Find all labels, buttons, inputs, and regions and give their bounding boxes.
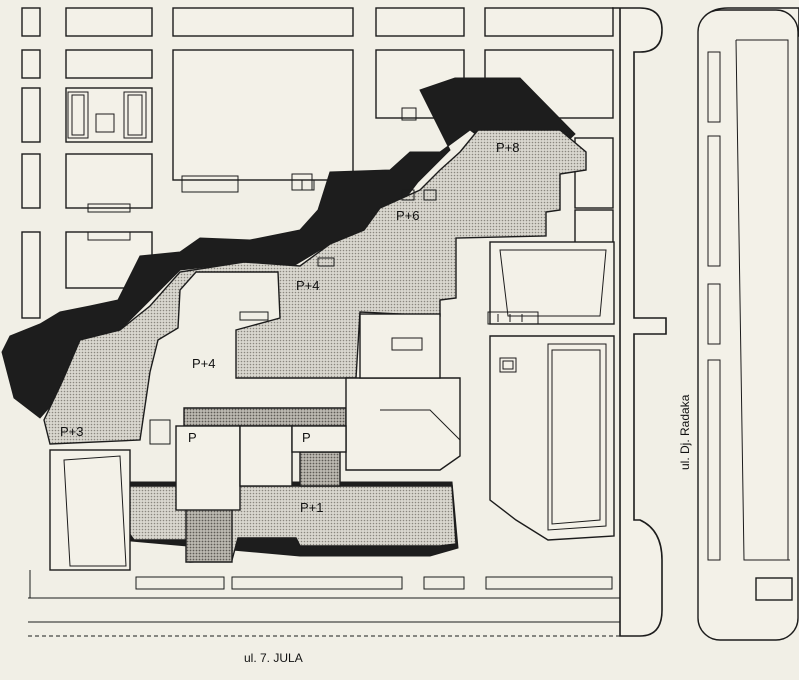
bottom-roads	[28, 570, 620, 637]
label-p8: P+8	[496, 140, 520, 155]
adjacent-buildings	[49, 107, 615, 571]
main-building-complex	[43, 129, 587, 563]
label-p4-lower: P+4	[192, 356, 216, 371]
label-p4-upper: P+4	[296, 278, 320, 293]
label-p1: P+1	[300, 500, 324, 515]
right-roads	[612, 7, 799, 641]
building-labels: P+8 P+6 P+4 P+4 P+3 P P P+1	[60, 140, 520, 515]
street-name-bottom: ul. 7. JULA	[244, 651, 303, 665]
label-p6: P+6	[396, 208, 420, 223]
street-name-right: ul. Dj. Radaka	[678, 394, 692, 470]
label-p-right: P	[302, 430, 311, 445]
label-p3: P+3	[60, 424, 84, 439]
label-p-left: P	[188, 430, 197, 445]
